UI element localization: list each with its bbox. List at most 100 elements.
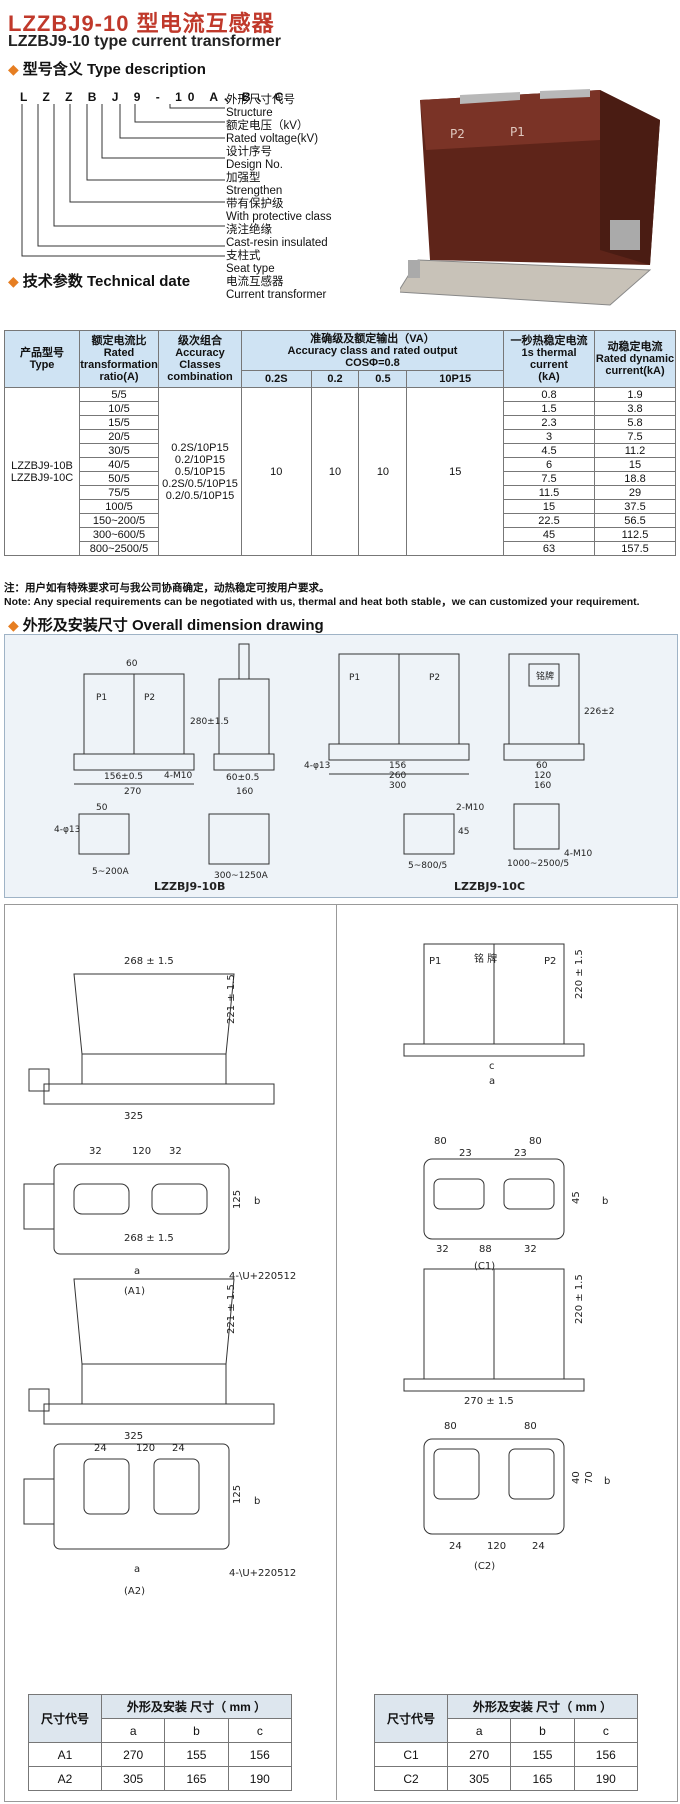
svg-text:160: 160	[236, 787, 253, 797]
svg-text:32: 32	[524, 1244, 537, 1255]
svg-text:铭 牌: 铭 牌	[474, 952, 497, 965]
svg-text:221 ± 1.5: 221 ± 1.5	[226, 1284, 237, 1334]
svg-text:1000~2500/5: 1000~2500/5	[507, 859, 569, 869]
panel-divider	[336, 904, 337, 1800]
svg-text:2-M10: 2-M10	[456, 803, 484, 813]
svg-text:80: 80	[524, 1421, 537, 1432]
svg-text:60±0.5: 60±0.5	[226, 773, 259, 783]
svg-text:80: 80	[434, 1136, 447, 1147]
svg-text:220 ± 1.5: 220 ± 1.5	[574, 949, 585, 999]
note-en: Note: Any special requirements can be ne…	[4, 596, 640, 608]
svg-text:b: b	[604, 1476, 610, 1487]
svg-text:4-M10: 4-M10	[164, 771, 192, 781]
svg-text:24: 24	[172, 1443, 185, 1454]
svg-text:120: 120	[534, 771, 551, 781]
svg-text:88: 88	[479, 1244, 492, 1255]
svg-text:260: 260	[389, 771, 406, 781]
svg-text:P1: P1	[96, 693, 107, 703]
diamond-icon: ◆	[8, 273, 19, 289]
svg-text:铭牌: 铭牌	[536, 670, 554, 682]
diamond-icon: ◆	[8, 61, 19, 77]
th-accuracy: 准确级及额定输出（VA）Accuracy class and rated out…	[241, 330, 504, 371]
svg-text:45: 45	[571, 1191, 582, 1204]
svg-text:5~200A: 5~200A	[92, 867, 129, 877]
svg-text:268 ± 1.5: 268 ± 1.5	[124, 956, 174, 967]
svg-text:40: 40	[571, 1471, 582, 1484]
svg-text:125: 125	[232, 1190, 243, 1209]
caption-10c: LZZBJ9-10C	[454, 880, 525, 893]
svg-text:a: a	[134, 1266, 140, 1277]
svg-text:b: b	[254, 1196, 260, 1207]
note-cn: 注：用户如有特殊要求可与我公司协商确定，动热稳定可按用户要求。	[4, 582, 330, 594]
svg-text:4-φ13: 4-φ13	[304, 761, 330, 771]
svg-text:270: 270	[124, 787, 141, 797]
photo-p2: P2	[450, 127, 465, 141]
svg-text:120: 120	[487, 1541, 506, 1552]
svg-text:120: 120	[132, 1146, 151, 1157]
svg-text:5~800/5: 5~800/5	[408, 861, 447, 871]
svg-text:23: 23	[514, 1148, 527, 1159]
svg-text:4-φ13: 4-φ13	[54, 825, 80, 835]
page-title: LZZBJ9-10 型电流互感器	[8, 11, 275, 36]
svg-text:24: 24	[94, 1443, 107, 1454]
label-a1: (A1)	[124, 1286, 145, 1297]
section-title: 型号含义 Type description	[22, 61, 206, 78]
svg-text:160: 160	[534, 781, 551, 791]
photo-p1: P1	[510, 125, 525, 139]
svg-text:270 ± 1.5: 270 ± 1.5	[464, 1396, 514, 1407]
label-a2: (A2)	[124, 1586, 145, 1597]
svg-text:P2: P2	[429, 673, 440, 683]
svg-text:P2: P2	[544, 956, 556, 967]
svg-text:b: b	[602, 1196, 608, 1207]
svg-text:221 ± 1.5: 221 ± 1.5	[226, 974, 237, 1024]
svg-text:60: 60	[536, 761, 548, 771]
svg-text:80: 80	[529, 1136, 542, 1147]
label-c1: (C1)	[474, 1261, 495, 1272]
svg-text:24: 24	[532, 1541, 545, 1552]
svg-text:23: 23	[459, 1148, 472, 1159]
svg-text:32: 32	[169, 1146, 182, 1157]
svg-text:226±2: 226±2	[584, 707, 614, 717]
svg-text:280±1.5: 280±1.5	[190, 717, 229, 727]
page-subtitle: LZZBJ9-10 type current transformer	[8, 33, 281, 50]
model-code: L Z Z B J 9 - 10 A、B、C	[20, 90, 290, 104]
svg-text:45: 45	[458, 827, 469, 837]
svg-text:a: a	[489, 1076, 495, 1087]
dimension-drawing-1: 60 280±1.5 156±0.5 4-M10 270 60±0.5 160 …	[54, 643, 614, 893]
svg-text:300: 300	[389, 781, 406, 791]
svg-text:P1: P1	[429, 956, 441, 967]
svg-text:32: 32	[89, 1146, 102, 1157]
svg-text:4-\U+220512: 4-\U+220512	[229, 1568, 296, 1579]
svg-text:a: a	[134, 1564, 140, 1575]
section-technical: ◆技术参数 Technical date	[8, 273, 191, 290]
svg-text:156±0.5: 156±0.5	[104, 772, 143, 782]
svg-text:120: 120	[136, 1443, 155, 1454]
svg-text:24: 24	[449, 1541, 462, 1552]
svg-text:c: c	[489, 1061, 495, 1072]
svg-text:268 ± 1.5: 268 ± 1.5	[124, 1233, 174, 1244]
caption-10b: LZZBJ9-10B	[154, 880, 225, 893]
svg-text:P2: P2	[144, 693, 155, 703]
svg-text:70: 70	[584, 1471, 595, 1484]
svg-text:220 ± 1.5: 220 ± 1.5	[574, 1274, 585, 1324]
